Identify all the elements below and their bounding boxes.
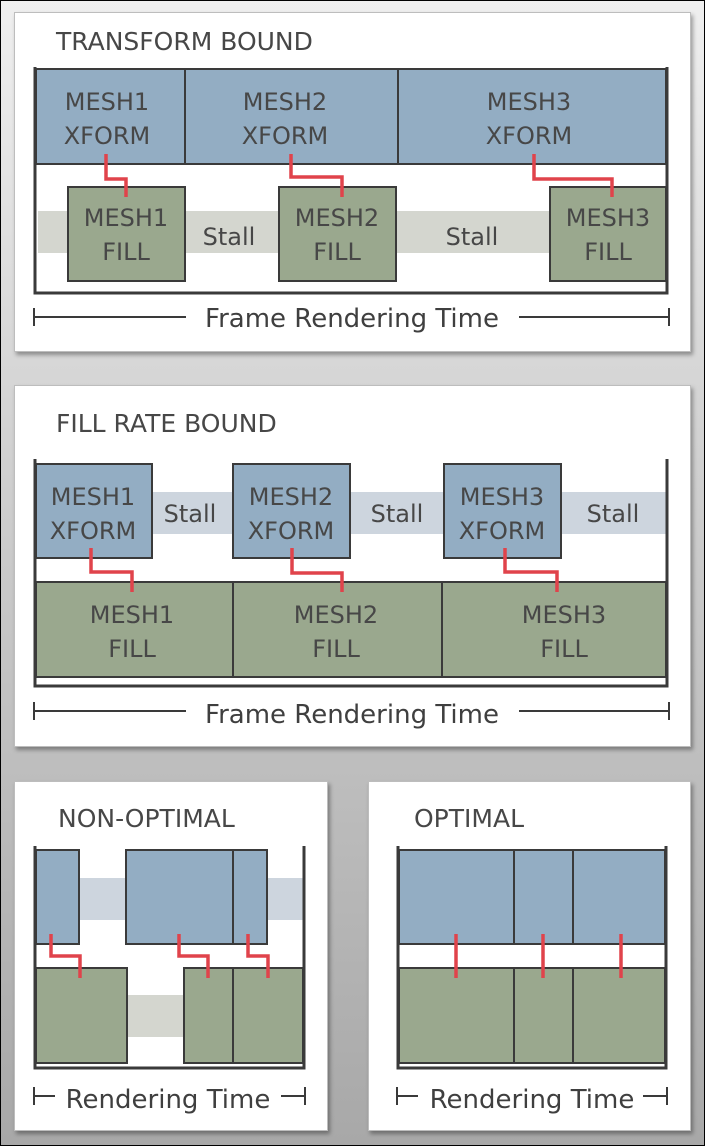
xform-label-line1: MESH1 bbox=[65, 88, 149, 116]
dependency-line bbox=[104, 154, 128, 197]
panel-optimal: OPTIMAL Rendering Time bbox=[368, 781, 691, 1131]
time-axis bbox=[396, 1087, 668, 1105]
dependency-line bbox=[246, 934, 270, 978]
fill-label-line2: FILL bbox=[312, 635, 360, 663]
fill-block bbox=[572, 967, 666, 1064]
fill-block bbox=[183, 967, 234, 1064]
fill-block bbox=[398, 967, 515, 1064]
time-axis-label: Rendering Time bbox=[66, 1085, 271, 1115]
panel-fill-rate-bound: FILL RATE BOUND MESH1 FILL MESH2 FILL ME… bbox=[14, 385, 691, 747]
fill-block-mesh3 bbox=[441, 581, 667, 678]
stall-label: Stall bbox=[371, 500, 424, 528]
panel-non-optimal: NON-OPTIMAL Rendering Time bbox=[14, 781, 328, 1131]
xform-block-mesh3 bbox=[397, 68, 667, 165]
stall-band bbox=[561, 492, 666, 534]
stall-label: Stall bbox=[446, 223, 499, 251]
xform-label-line2: XFORM bbox=[486, 122, 573, 150]
fill-block bbox=[513, 967, 574, 1064]
xform-label-line2: XFORM bbox=[459, 517, 546, 545]
xform-block bbox=[125, 849, 234, 945]
xform-block bbox=[572, 849, 666, 945]
xform-label-line1: MESH1 bbox=[51, 483, 135, 511]
fill-label-line1: MESH2 bbox=[294, 601, 378, 629]
time-axis bbox=[33, 702, 670, 720]
stall-band bbox=[79, 878, 126, 920]
time-axis-label: Rendering Time bbox=[430, 1085, 635, 1115]
stall-band bbox=[127, 995, 184, 1037]
dependency-line bbox=[503, 548, 559, 592]
fill-block bbox=[35, 967, 128, 1064]
pipeline-rail bbox=[33, 459, 669, 688]
xform-block bbox=[35, 849, 80, 945]
fill-label-line2: FILL bbox=[313, 238, 361, 266]
dependency-line bbox=[49, 934, 82, 978]
fill-label-line1: MESH3 bbox=[522, 601, 606, 629]
xform-label-line1: MESH2 bbox=[243, 88, 327, 116]
dependency-line bbox=[532, 154, 614, 197]
panel-title: TRANSFORM BOUND bbox=[55, 27, 313, 56]
fill-label-line2: FILL bbox=[102, 238, 150, 266]
xform-label-line2: XFORM bbox=[64, 122, 151, 150]
fill-block-mesh2 bbox=[232, 581, 443, 678]
panel-title: FILL RATE BOUND bbox=[56, 409, 277, 438]
pipeline-rail bbox=[396, 846, 668, 1070]
stall-label: Stall bbox=[587, 500, 640, 528]
stall-band bbox=[152, 492, 232, 534]
panel-title: NON-OPTIMAL bbox=[58, 804, 235, 833]
fill-label-line1: MESH1 bbox=[90, 601, 174, 629]
pipeline-rail bbox=[33, 846, 306, 1070]
fill-block-mesh2 bbox=[278, 186, 397, 282]
xform-block-mesh1 bbox=[35, 68, 186, 165]
xform-label-line2: XFORM bbox=[248, 517, 335, 545]
xform-label-line1: MESH3 bbox=[460, 483, 544, 511]
fill-block-mesh1 bbox=[35, 581, 234, 678]
time-axis-label: Frame Rendering Time bbox=[205, 700, 499, 730]
fill-rate-bound-diagram: FILL RATE BOUND MESH1 FILL MESH2 FILL ME… bbox=[33, 409, 670, 730]
dependency-line bbox=[177, 934, 210, 978]
stall-label: Stall bbox=[203, 223, 256, 251]
fill-label-line1: MESH2 bbox=[295, 204, 379, 232]
fill-label-line2: FILL bbox=[540, 635, 588, 663]
transform-bound-diagram: TRANSFORM BOUND MESH1 XFORM MESH2 XFORM … bbox=[33, 27, 670, 334]
xform-label-line2: XFORM bbox=[50, 517, 137, 545]
xform-block-mesh1 bbox=[35, 463, 153, 559]
fill-block-mesh1 bbox=[67, 186, 186, 282]
stall-label: Stall bbox=[164, 500, 217, 528]
time-axis-label: Frame Rendering Time bbox=[205, 304, 499, 334]
non-optimal-diagram: NON-OPTIMAL Rendering Time bbox=[33, 804, 306, 1115]
xform-label-line2: XFORM bbox=[242, 122, 329, 150]
xform-block bbox=[513, 849, 574, 945]
time-axis bbox=[33, 308, 670, 326]
fill-block-mesh3 bbox=[549, 186, 667, 282]
pipeline-rail bbox=[33, 67, 669, 295]
xform-block bbox=[398, 849, 515, 945]
fill-label-line1: MESH3 bbox=[566, 204, 650, 232]
fill-label-line1: MESH1 bbox=[84, 204, 168, 232]
optimal-diagram: OPTIMAL Rendering Time bbox=[396, 804, 668, 1115]
xform-label-line1: MESH3 bbox=[487, 88, 571, 116]
xform-label-line1: MESH2 bbox=[249, 483, 333, 511]
dependency-line bbox=[89, 548, 134, 592]
xform-block bbox=[232, 849, 268, 945]
fill-label-line2: FILL bbox=[584, 238, 632, 266]
panel-transform-bound: TRANSFORM BOUND MESH1 XFORM MESH2 XFORM … bbox=[14, 12, 691, 352]
fill-block bbox=[232, 967, 304, 1064]
stall-band bbox=[350, 492, 443, 534]
xform-block-mesh2 bbox=[232, 463, 351, 559]
dependency-line bbox=[290, 548, 344, 592]
time-axis bbox=[33, 1087, 306, 1105]
stall-band bbox=[267, 878, 303, 920]
dependency-line bbox=[289, 154, 344, 197]
xform-block-mesh3 bbox=[443, 463, 562, 559]
panel-title: OPTIMAL bbox=[414, 804, 524, 833]
fill-label-line2: FILL bbox=[108, 635, 156, 663]
